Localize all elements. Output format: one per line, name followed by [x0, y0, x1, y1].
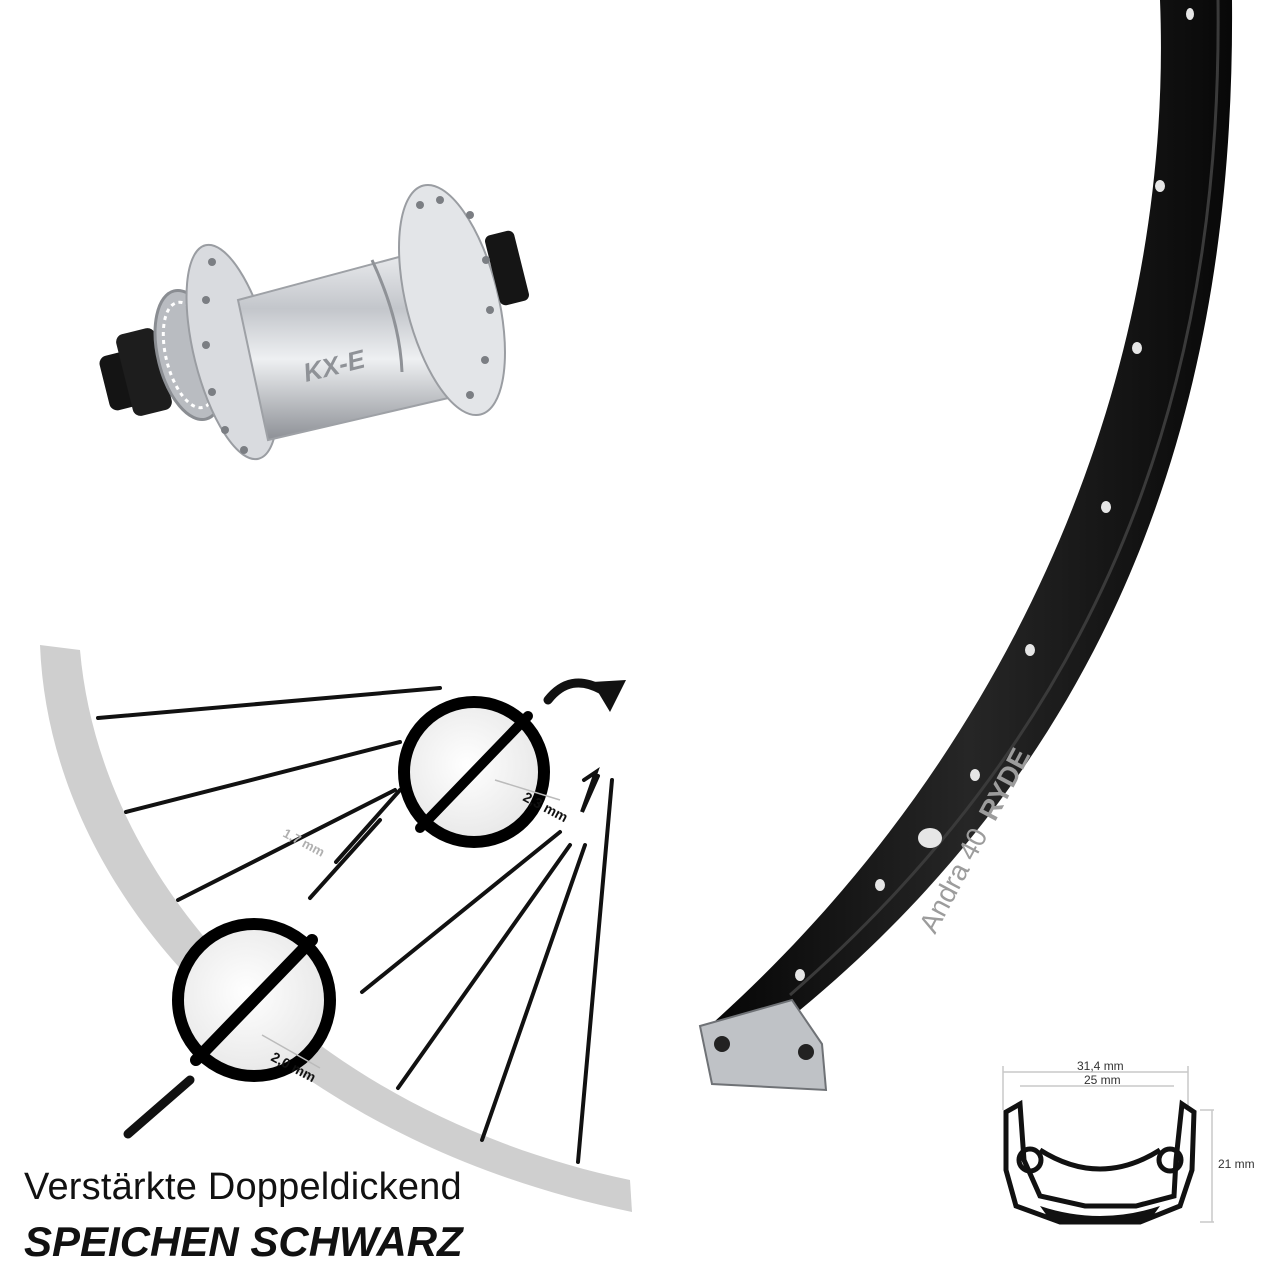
- spoke-diagram: 1,7 mm 2,3 mm 2,0 mm: [40, 645, 632, 1212]
- caption-line-1: Verstärkte Doppeldickend: [24, 1166, 462, 1208]
- rim-image: Andra 40 RYDE: [698, 0, 1233, 1092]
- hub-image: KX-E: [99, 183, 529, 461]
- caption-line-2: SPEICHEN SCHWARZ: [24, 1218, 463, 1265]
- rim-inner-width: 25 mm: [1084, 1073, 1121, 1087]
- rim-height: 21 mm: [1218, 1157, 1255, 1171]
- rim-profile-diagram: 31,4 mm 25 mm 21 mm: [1002, 1059, 1255, 1225]
- rim-outer-width: 31,4 mm: [1077, 1059, 1124, 1073]
